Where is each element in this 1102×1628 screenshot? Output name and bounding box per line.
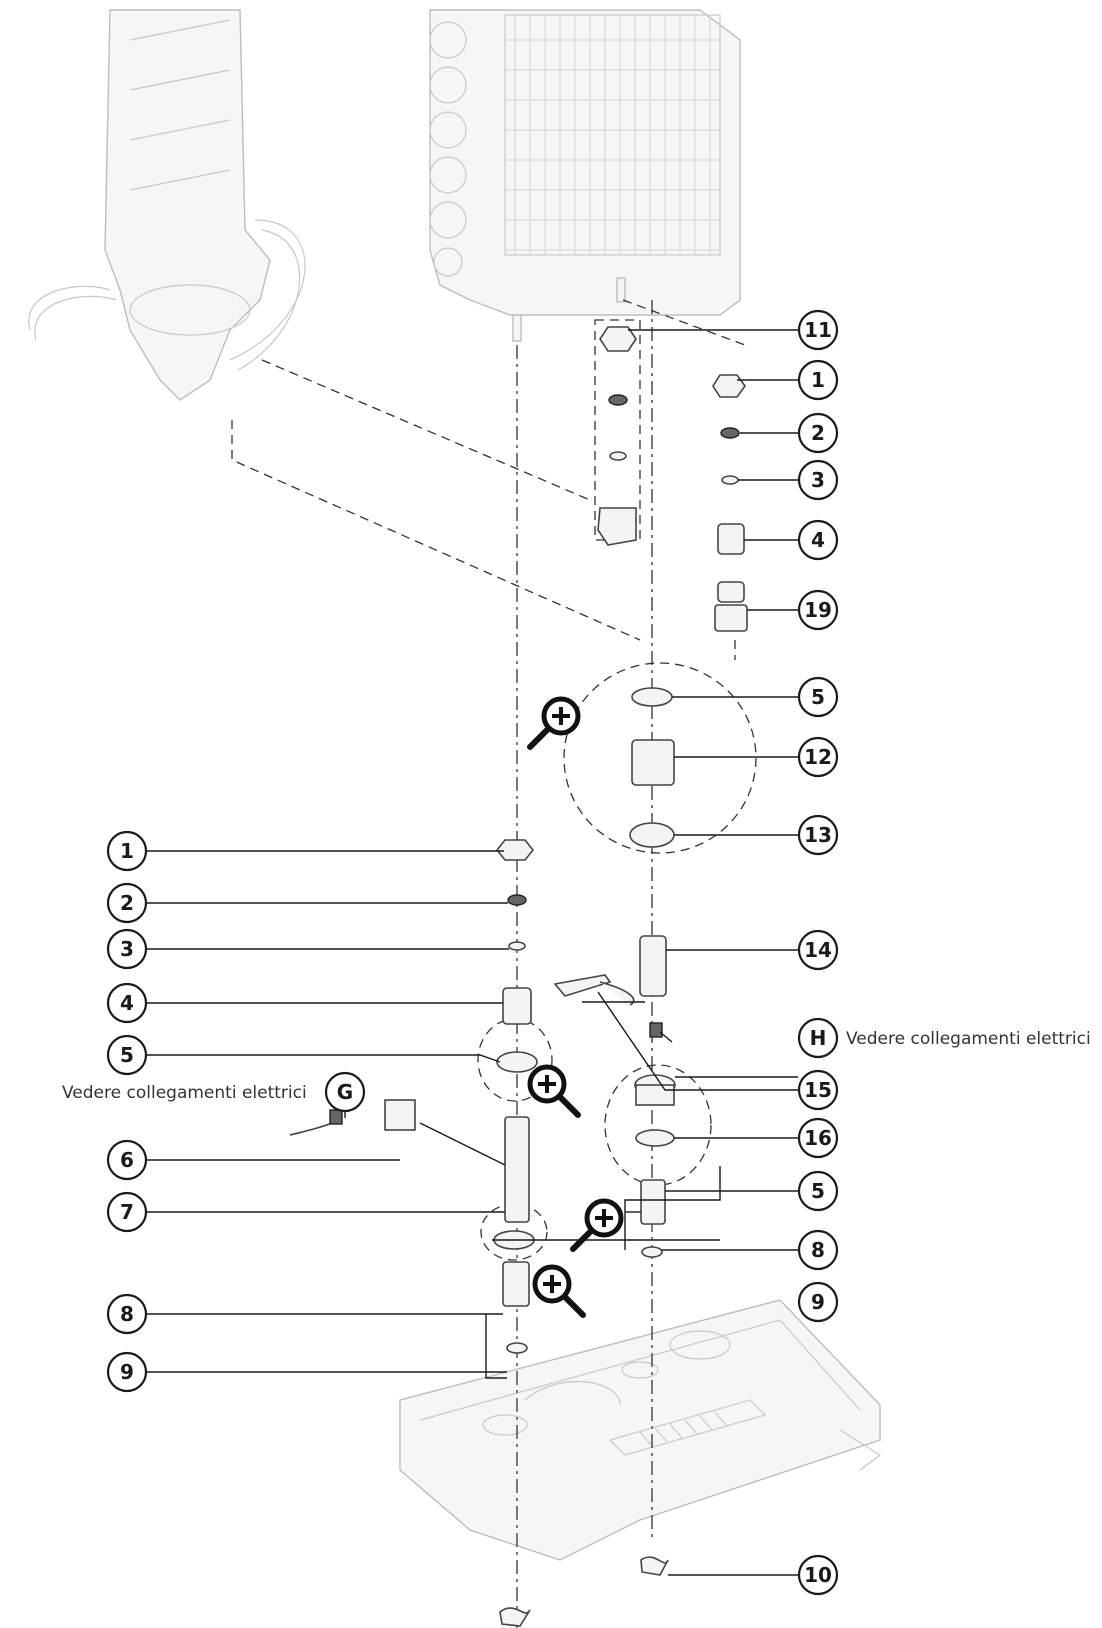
- callout-g: G: [324, 1071, 366, 1113]
- callout-2: 2: [797, 412, 839, 454]
- svg-text:2: 2: [120, 891, 134, 915]
- burner-ghost: [28, 9, 306, 401]
- svg-text:5: 5: [811, 1179, 825, 1203]
- svg-text:8: 8: [811, 1238, 825, 1262]
- svg-text:4: 4: [120, 991, 134, 1015]
- heat-exchanger-ghost: [429, 9, 741, 342]
- svg-text:15: 15: [804, 1078, 832, 1102]
- svg-text:1: 1: [120, 839, 134, 863]
- zoom-in-icon: [570, 1198, 624, 1252]
- svg-text:10: 10: [804, 1563, 832, 1587]
- svg-text:19: 19: [804, 598, 832, 622]
- callout-11: 11: [797, 309, 839, 351]
- callouts-right: 11 1 2 3 4 19 5 12 13 14 H 15 16 5 8 9 1…: [797, 309, 1091, 1596]
- svg-text:9: 9: [811, 1290, 825, 1314]
- svg-text:11: 11: [804, 318, 832, 342]
- callout-10: 10: [797, 1554, 839, 1596]
- svg-text:5: 5: [120, 1043, 134, 1067]
- svg-text:13: 13: [804, 823, 832, 847]
- callout-15: 15: [797, 1069, 839, 1111]
- callout-13: 13: [797, 814, 839, 856]
- leaders-left: [145, 850, 720, 1379]
- callout-9: 9: [797, 1281, 839, 1323]
- svg-text:6: 6: [120, 1148, 134, 1172]
- callout-4: 4: [797, 519, 839, 561]
- callout-left-6: 6: [106, 1139, 148, 1181]
- base-plate-ghost: [399, 1299, 882, 1561]
- callout-1: 1: [797, 359, 839, 401]
- svg-text:7: 7: [120, 1200, 134, 1224]
- callout-5b: 5: [797, 1170, 839, 1212]
- parts: [289, 326, 748, 1627]
- note-h: Vedere collegamenti elettrici: [846, 1029, 1091, 1049]
- svg-text:3: 3: [811, 468, 825, 492]
- svg-text:2: 2: [811, 421, 825, 445]
- zoom-in-icon: [527, 1064, 581, 1118]
- callout-left-2: 2: [106, 882, 148, 924]
- note-g: Vedere collegamenti elettrici: [62, 1083, 307, 1103]
- svg-text:9: 9: [120, 1360, 134, 1384]
- callouts-left: 1 2 3 4 5 G 6 7 8 9 Vedere collegamenti …: [62, 830, 366, 1393]
- callout-8: 8: [797, 1229, 839, 1271]
- svg-text:8: 8: [120, 1302, 134, 1326]
- callout-16b: 16: [797, 1117, 839, 1159]
- zoom-in-icon: [527, 696, 581, 750]
- callout-left-7: 7: [106, 1191, 148, 1233]
- callout-3: 3: [797, 459, 839, 501]
- zoom-in-icon: [532, 1264, 586, 1318]
- svg-text:G: G: [337, 1080, 353, 1104]
- callout-left-9: 9: [106, 1351, 148, 1393]
- svg-text:16: 16: [804, 1126, 832, 1150]
- callout-5: 5: [797, 676, 839, 718]
- leaders-right: [582, 329, 798, 1576]
- callout-14: 14: [797, 929, 839, 971]
- svg-text:4: 4: [811, 528, 825, 552]
- callout-left-8: 8: [106, 1293, 148, 1335]
- callout-12: 12: [797, 736, 839, 778]
- svg-text:3: 3: [120, 937, 134, 961]
- svg-text:1: 1: [811, 368, 825, 392]
- callout-19: 19: [797, 589, 839, 631]
- svg-text:12: 12: [804, 745, 832, 769]
- callout-left-3: 3: [106, 928, 148, 970]
- callout-left-4: 4: [106, 982, 148, 1024]
- center-axes: [231, 299, 757, 1628]
- callout-h: H: [797, 1017, 839, 1059]
- svg-text:5: 5: [811, 685, 825, 709]
- callout-left-1: 1: [106, 830, 148, 872]
- svg-text:14: 14: [804, 938, 832, 962]
- svg-text:H: H: [810, 1026, 827, 1050]
- callout-left-5: 5: [106, 1034, 148, 1076]
